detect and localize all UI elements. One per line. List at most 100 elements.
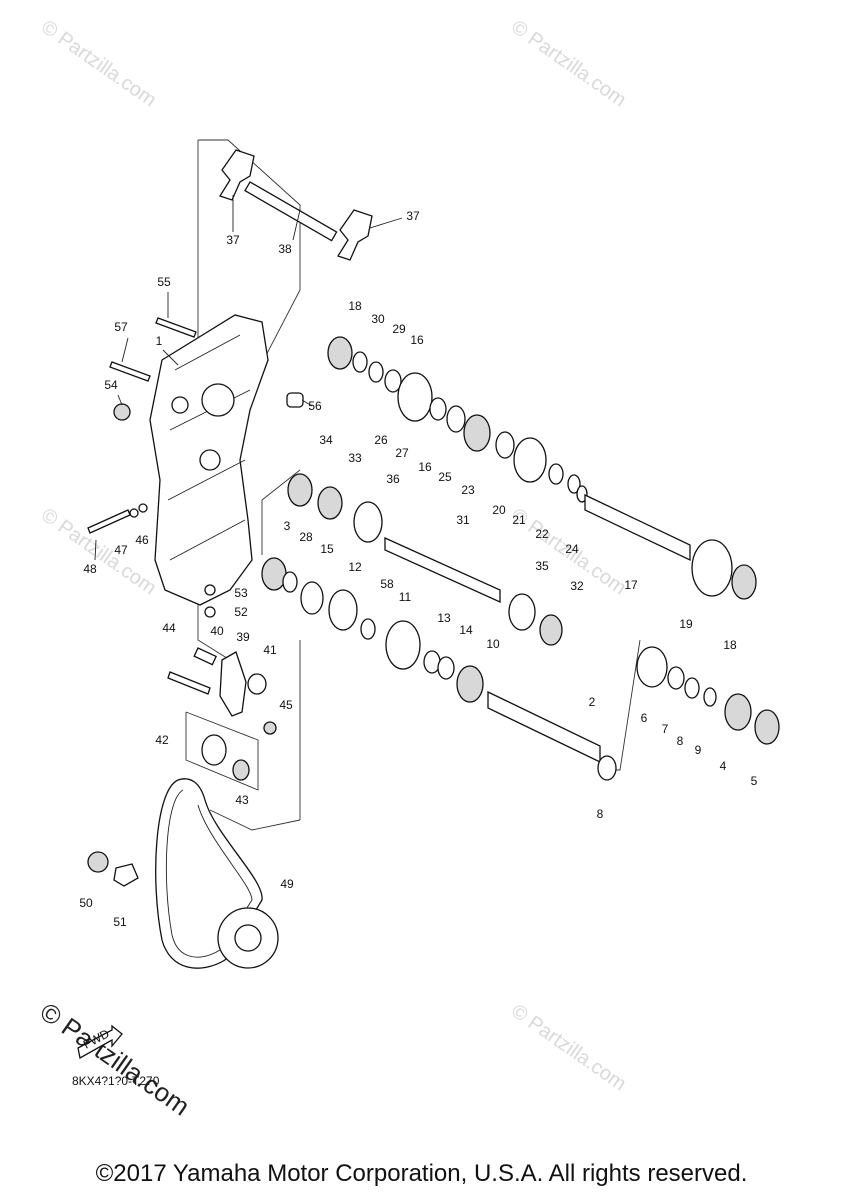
callout-55: 55 [157, 275, 171, 289]
collar-41 [247, 673, 267, 695]
gear-19 [691, 539, 733, 597]
callout-11: 11 [399, 590, 412, 604]
watermark-top-right: © Partzilla.com [507, 16, 630, 111]
callout-8a: 8 [677, 734, 684, 748]
callout-56: 56 [308, 399, 322, 413]
bearing-43 [232, 759, 250, 781]
pin-40 [193, 647, 217, 666]
callout-16b: 16 [418, 460, 432, 474]
callout-31: 31 [456, 513, 470, 527]
callout-43: 43 [235, 793, 249, 807]
callout-45: 45 [279, 698, 293, 712]
gear-10 [456, 665, 484, 703]
callout-1: 1 [156, 334, 163, 348]
watermark-bottom-left: © Partzilla.com [35, 996, 196, 1121]
callout-49: 49 [280, 877, 294, 891]
callout-20: 20 [492, 503, 506, 517]
callout-12: 12 [348, 560, 362, 574]
callout-7: 7 [662, 722, 669, 736]
nut-50 [87, 851, 109, 873]
bearing-33 [317, 486, 343, 520]
gear-25 [463, 414, 491, 452]
leader-lines [94, 195, 403, 561]
callout-29: 29 [392, 322, 406, 336]
callout-23: 23 [461, 483, 475, 497]
callout-26: 26 [374, 433, 388, 447]
roller-42 [201, 734, 227, 766]
bearing-34 [287, 473, 313, 507]
callout-41: 41 [263, 643, 277, 657]
callout-58: 58 [380, 577, 394, 591]
callout-30: 30 [371, 312, 385, 326]
bearing-5 [754, 709, 780, 745]
callout-19: 19 [679, 617, 693, 631]
callout-15: 15 [320, 542, 334, 556]
callout-28: 28 [299, 530, 313, 544]
watermark-bottom-right: © Partzilla.com [507, 1000, 630, 1095]
shaft-31 [384, 536, 501, 604]
callout-10: 10 [486, 637, 500, 651]
callout-42: 42 [155, 733, 169, 747]
bolt-57 [109, 361, 151, 382]
callout-3: 3 [284, 519, 291, 533]
gear-26 [397, 372, 433, 422]
bolt-48 [87, 509, 131, 534]
gear-6 [636, 646, 668, 688]
callout-13: 13 [437, 611, 451, 625]
callout-8b: 8 [597, 807, 604, 821]
gear-20 [513, 437, 547, 483]
callout-54: 54 [104, 378, 118, 392]
watermark-mid-left: © Partzilla.com [37, 504, 160, 599]
bearing-18-a [327, 336, 353, 370]
callout-21: 21 [512, 513, 526, 527]
bolt-44 [167, 671, 211, 695]
callout-24: 24 [565, 542, 579, 556]
copyright-notice: ©2017 Yamaha Motor Corporation, U.S.A. A… [95, 1160, 748, 1187]
bearing-18-b [731, 564, 757, 600]
shift-fork-37-b [337, 209, 373, 261]
callout-50: 50 [79, 896, 93, 910]
callout-48: 48 [83, 562, 97, 576]
callout-39: 39 [236, 630, 250, 644]
diagram-code: 8KX4?1?0-T270 [72, 1074, 160, 1088]
callout-4: 4 [720, 759, 727, 773]
callout-46: 46 [135, 533, 149, 547]
callout-17: 17 [624, 578, 638, 592]
callout-2: 2 [589, 695, 596, 709]
callout-14: 14 [459, 623, 473, 637]
lower-shaft-parts [261, 557, 780, 781]
bearing-4 [724, 693, 752, 731]
callout-33: 33 [348, 451, 362, 465]
tensioner-arm-39 [219, 651, 247, 717]
middle-shaft-parts [287, 473, 563, 646]
callout-22: 22 [535, 527, 549, 541]
drive-chain [87, 778, 279, 969]
callout-18b: 18 [723, 638, 737, 652]
callout-52: 52 [234, 605, 248, 619]
bearing-3 [261, 557, 287, 591]
gear-36 [353, 501, 383, 543]
callout-9: 9 [695, 743, 702, 757]
gear-35 [508, 593, 536, 631]
shaft-17 [584, 493, 691, 562]
callout-labels: 3738375557154183029165626271625232021222… [79, 209, 757, 929]
washer-51 [113, 863, 139, 887]
shift-fork-rod-38 [244, 181, 338, 242]
callout-37a: 37 [226, 233, 240, 247]
callout-16a: 16 [410, 333, 424, 347]
callout-44: 44 [162, 621, 176, 635]
callout-6: 6 [641, 711, 648, 725]
callout-27: 27 [395, 446, 409, 460]
callout-53: 53 [234, 586, 248, 600]
callout-36: 36 [386, 472, 400, 486]
callout-5: 5 [751, 774, 758, 788]
callout-37b: 37 [406, 209, 420, 223]
case-cover [87, 314, 304, 606]
callout-25: 25 [438, 470, 452, 484]
callout-32: 32 [570, 579, 584, 593]
callout-47: 47 [114, 543, 128, 557]
collar-15 [300, 581, 324, 615]
callout-35: 35 [535, 559, 549, 573]
bolt-55 [155, 317, 197, 338]
gear-11 [385, 620, 421, 670]
